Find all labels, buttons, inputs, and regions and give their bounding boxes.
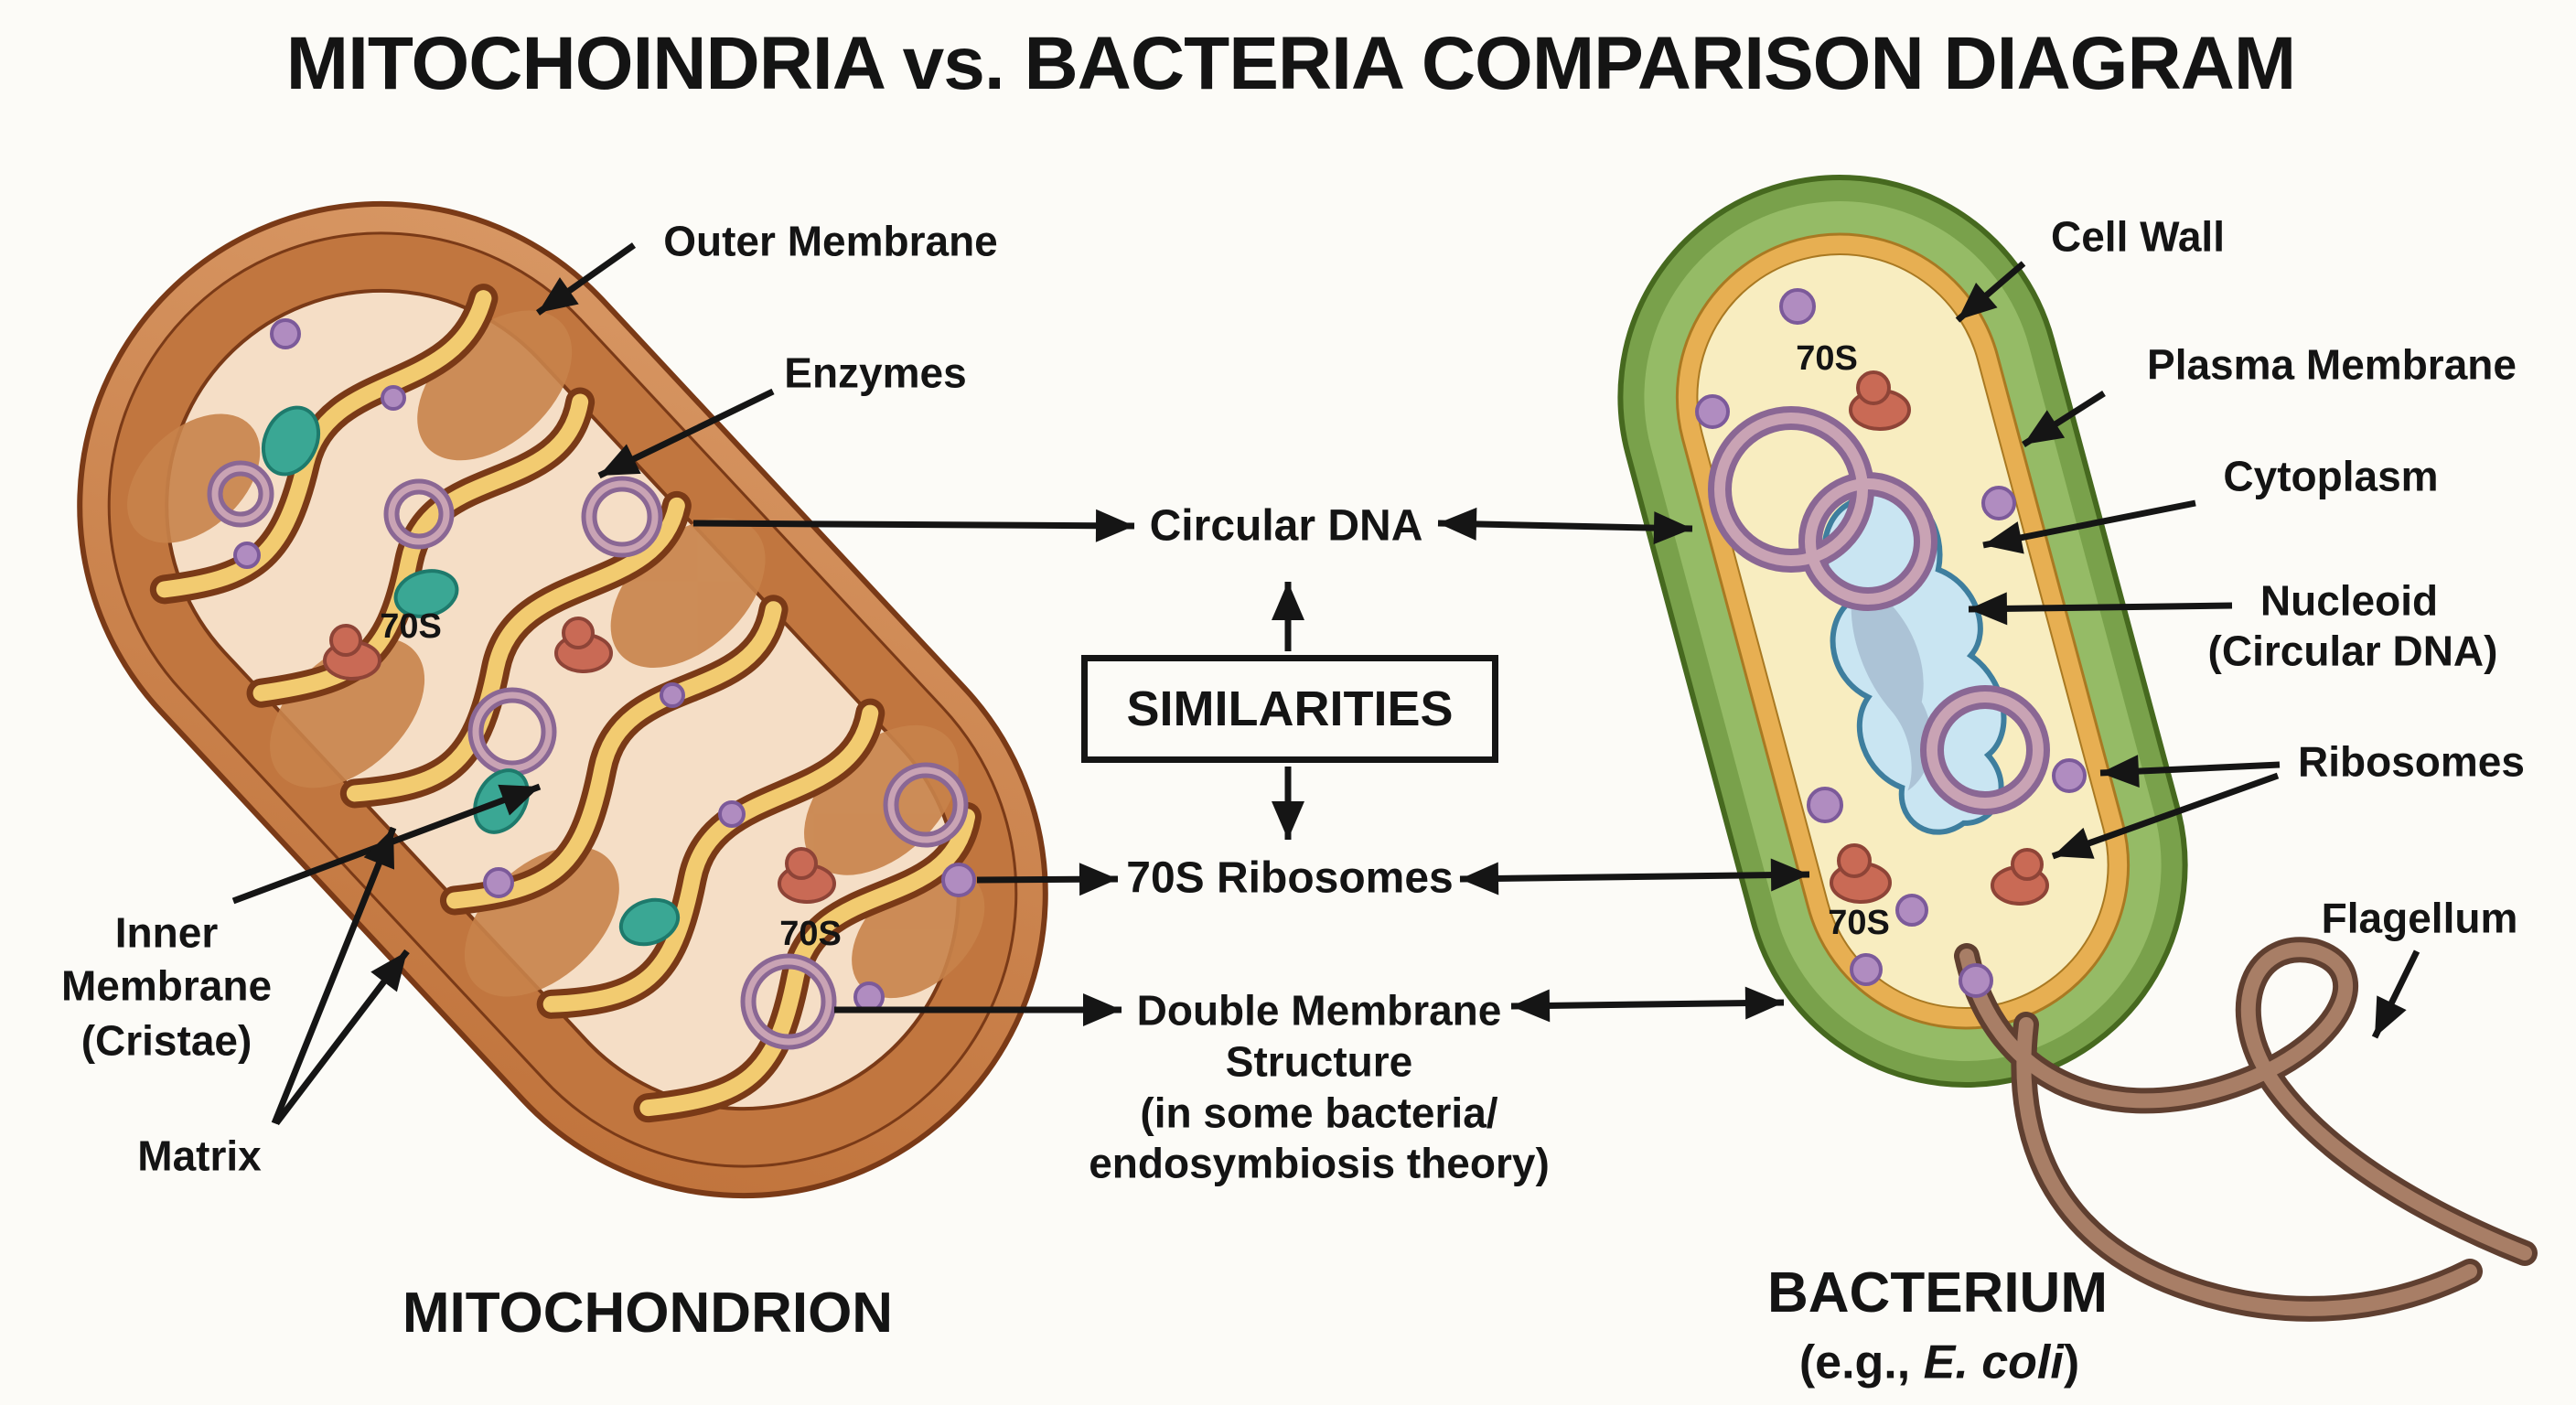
arrow-circular-dna-left: [692, 509, 1135, 542]
arrow-double-membrane-right: [1510, 986, 1785, 1023]
caption-species-suffix: ): [2063, 1335, 2080, 1389]
mito-circular-dna-rings: [207, 460, 969, 1050]
annotation-arrows: [231, 242, 2420, 1126]
arrow-matrix-1: [274, 949, 410, 1126]
arrow-cytoplasm: [1982, 499, 2196, 554]
arrow-70s-right: [1459, 858, 1810, 896]
arrow-flagellum: [2371, 949, 2420, 1039]
arrow-70s-left: [976, 863, 1119, 896]
label-enzymes: Enzymes: [784, 349, 967, 397]
arrow-ribosomes-2: [2051, 772, 2280, 860]
label-inner-membrane-line2: Membrane: [60, 961, 273, 1010]
bact-nucleoid-shadow: [1851, 587, 1932, 791]
caption-species-prefix: (e.g.,: [1798, 1335, 1924, 1389]
arrow-nucleoid: [1968, 592, 2233, 626]
label-nucleoid-line1: Nucleoid: [2259, 576, 2439, 625]
label-nucleoid-line2: (Circular DNA): [2207, 627, 2498, 675]
label-inner-membrane-line1: Inner: [114, 908, 219, 957]
tag-70s-bact-2: 70S: [1828, 904, 1890, 943]
similarity-item-double-membrane-line2: Structure: [1225, 1037, 1413, 1086]
similarity-item-double-membrane-line4: endosymbiosis theory): [1089, 1139, 1550, 1187]
similarity-item-70s-ribosomes: 70S Ribosomes: [1126, 853, 1454, 903]
tag-70s-bact-1: 70S: [1796, 339, 1858, 379]
similarity-item-double-membrane-line3: (in some bacteria/: [1140, 1089, 1498, 1137]
label-outer-membrane: Outer Membrane: [663, 217, 998, 265]
label-plasma-membrane: Plasma Membrane: [2147, 340, 2517, 389]
tag-70s-mito-1: 70S: [380, 607, 442, 647]
page-title: MITOCHOINDRIA vs. BACTERIA COMPARISON DI…: [285, 21, 2296, 105]
bact-plasmid-rings: [1708, 406, 2050, 815]
caption-bacterium: BACTERIUM: [1767, 1260, 2108, 1325]
mito-70s-ribosome-clusters: [323, 617, 836, 904]
arrow-plasma-membrane: [2022, 391, 2106, 447]
arrow-enzymes: [597, 388, 775, 479]
caption-species-name: E. coli: [1923, 1335, 2064, 1389]
arrow-matrix-2: [271, 826, 397, 1125]
label-flagellum: Flagellum: [2321, 894, 2518, 942]
similarity-item-double-membrane-line1: Double Membrane: [1136, 986, 1502, 1035]
arrow-ribosomes-1: [2099, 755, 2281, 788]
caption-mitochondrion: MITOCHONDRION: [402, 1281, 894, 1345]
label-ribosomes: Ribosomes: [2298, 737, 2525, 786]
mito-ribosome-dots: [233, 318, 976, 1013]
arrow-circular-dna-right: [1437, 507, 1693, 545]
tag-70s-mito-2: 70S: [779, 915, 842, 954]
similarities-box: SIMILARITIES: [1081, 655, 1498, 763]
arrow-cell-wall: [1955, 261, 2026, 323]
similarities-box-label: SIMILARITIES: [1126, 681, 1454, 736]
label-matrix: Matrix: [137, 1132, 262, 1180]
caption-bacterium-species: (e.g., E. coli): [1799, 1336, 2079, 1389]
label-cell-wall: Cell Wall: [2051, 212, 2225, 261]
label-inner-membrane-line3: (Cristae): [80, 1016, 252, 1065]
bact-70s-ribosome-clusters: [1830, 370, 2049, 906]
bacterium-illustration: [1617, 175, 2188, 1088]
flagella: [1954, 937, 2538, 1322]
arrow-outer-membrane: [535, 242, 637, 316]
bact-ribosome-dots: [1695, 288, 2087, 998]
label-cytoplasm: Cytoplasm: [2223, 452, 2439, 500]
similarity-item-circular-dna: Circular DNA: [1149, 501, 1423, 551]
